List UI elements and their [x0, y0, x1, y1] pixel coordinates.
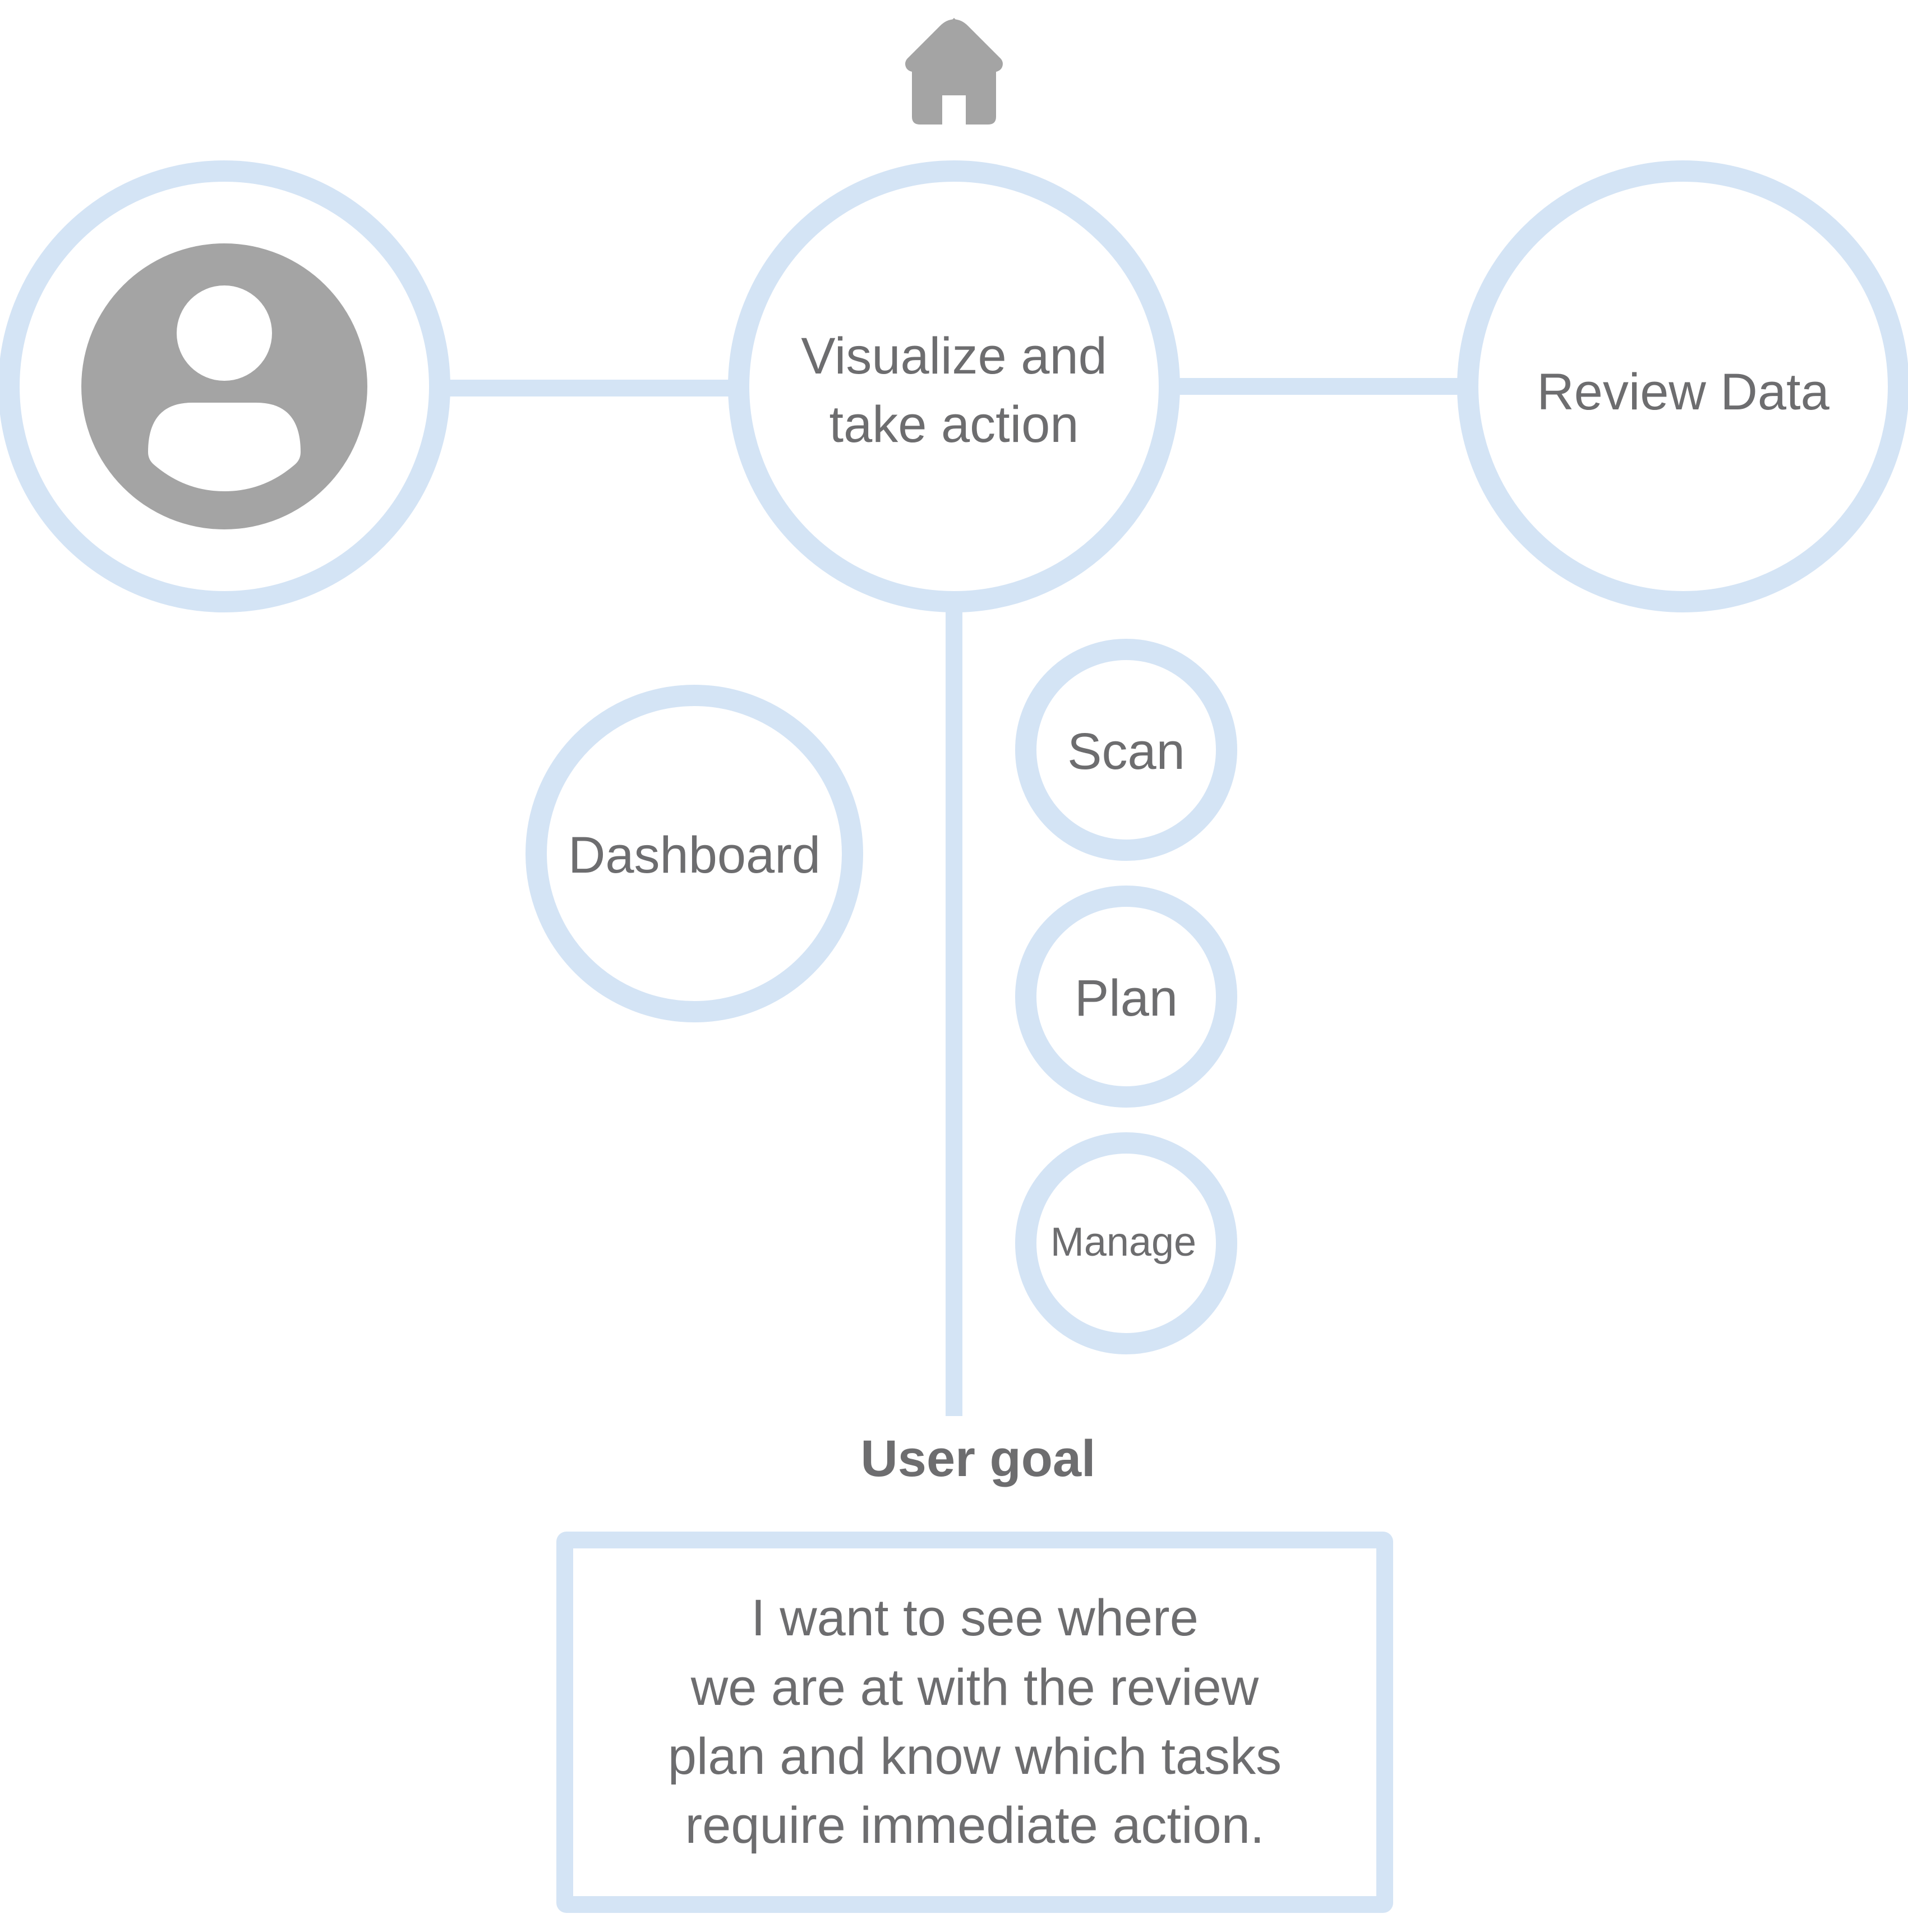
- center-label-line1: Visualize and: [801, 328, 1107, 385]
- center-node: Visualize and take action: [728, 160, 1180, 612]
- plan-label: Plan: [1075, 970, 1178, 1027]
- user-goal-box: I want to see where we are at with the r…: [556, 1532, 1393, 1913]
- connector-center-goal: [946, 607, 962, 1416]
- user-icon: [81, 243, 367, 529]
- manage-node: Manage: [1015, 1132, 1237, 1354]
- dashboard-label: Dashboard: [568, 827, 821, 884]
- dashboard-ring: [526, 685, 863, 1022]
- review-data-label: Review Data: [1537, 363, 1829, 421]
- dashboard-node: Dashboard: [526, 685, 863, 1022]
- plan-ring: [1015, 886, 1237, 1108]
- home-icon: [905, 18, 1003, 125]
- scan-node: Scan: [1015, 639, 1237, 861]
- plan-node: Plan: [1015, 886, 1237, 1108]
- user-goal-text: I want to see where we are at with the r…: [667, 1589, 1282, 1855]
- persona-node: [0, 160, 450, 612]
- review-data-ring: [1457, 160, 1908, 612]
- center-label-line2: take action: [829, 396, 1079, 453]
- connector-center-review: [1177, 378, 1460, 395]
- user-goal-heading: User goal: [860, 1430, 1096, 1487]
- review-data-node: Review Data: [1457, 160, 1908, 612]
- scan-label: Scan: [1067, 723, 1185, 780]
- connector-persona-center: [449, 380, 731, 396]
- manage-ring: [1015, 1132, 1237, 1354]
- center-ring: [728, 160, 1180, 612]
- manage-label: Manage: [1050, 1220, 1196, 1265]
- scan-ring: [1015, 639, 1237, 861]
